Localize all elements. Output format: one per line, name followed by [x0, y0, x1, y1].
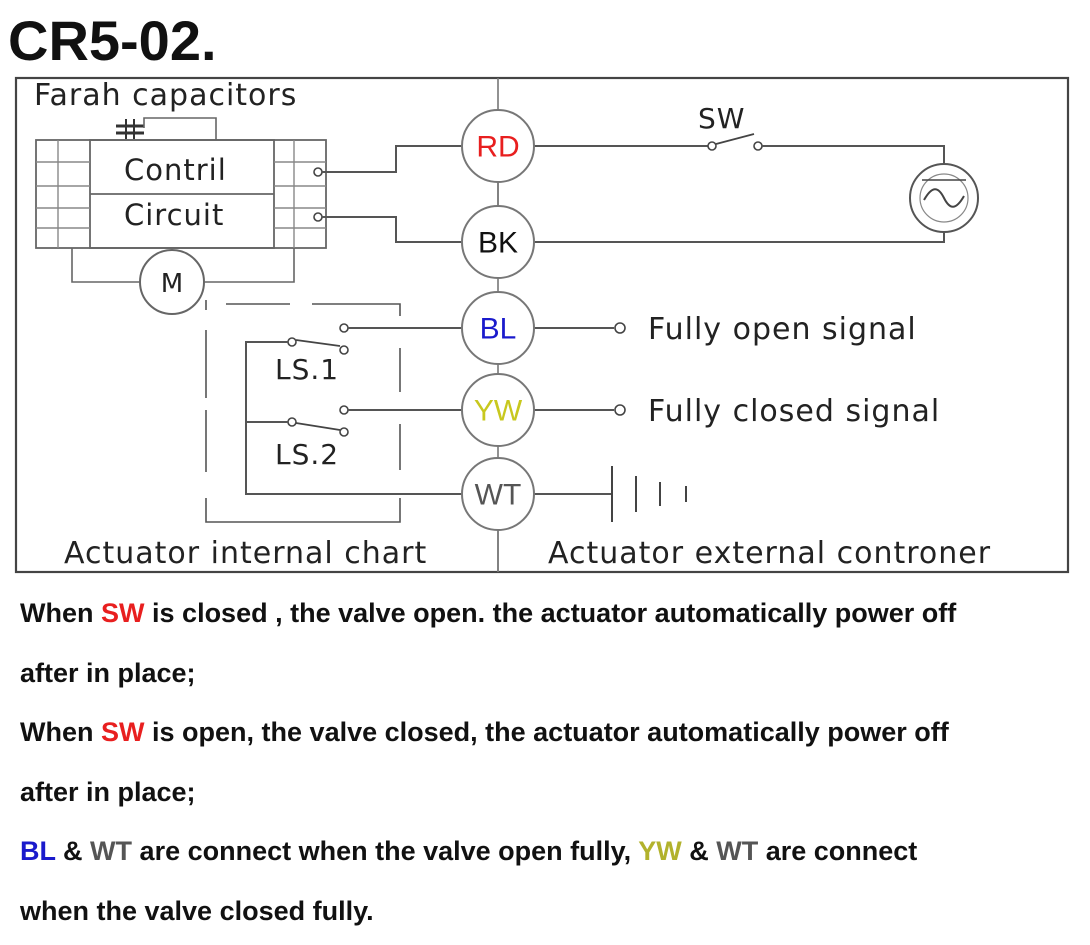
note-line-6: when the valve closed fully. [20, 886, 1080, 945]
note-line-5: BL & WT are connect when the valve open … [20, 826, 1080, 886]
terminal-bl-label: BL [480, 313, 517, 346]
note-line-3: When SW is open, the valve closed, the a… [20, 707, 1080, 767]
terminal-rd-label: RD [476, 131, 519, 164]
control-circuit-label-2: Circuit [124, 198, 224, 232]
note-line-2: after in place; [20, 648, 1080, 708]
diagram-title: CR5-02. [8, 9, 217, 72]
ac-source-icon [910, 164, 978, 232]
wt-highlight: WT [90, 836, 132, 866]
terminal-bl: BL [462, 292, 534, 364]
sw-switch-icon [708, 134, 762, 150]
ls2-label: LS.2 [275, 438, 339, 471]
farah-capacitors-label: Farah capacitors [34, 78, 297, 113]
limit-switch-2-icon [288, 406, 348, 436]
battery-icon [612, 466, 686, 522]
terminal-bk-label: BK [478, 227, 518, 260]
limit-switch-1-icon [288, 324, 348, 354]
sw-highlight: SW [101, 717, 145, 747]
ls1-label: LS.1 [275, 353, 339, 386]
sw-label: SW [698, 102, 745, 135]
fully-open-signal-label: Fully open signal [648, 312, 917, 347]
terminal-yw: YW [462, 374, 534, 446]
bl-highlight: BL [20, 836, 56, 866]
external-controller-label: Actuator external controner [548, 536, 991, 571]
sw-highlight: SW [101, 598, 145, 628]
terminal-wt-label: WT [475, 479, 522, 512]
terminal-bk: BK [462, 206, 534, 278]
terminal-yw-label: YW [474, 395, 523, 428]
capacitor-icon [116, 118, 216, 140]
terminal-wt: WT [462, 458, 534, 530]
control-circuit-label-1: Contril [124, 153, 227, 187]
motor-label: M [161, 269, 183, 299]
wiring-diagram: CR5-02. Farah capacitors Contril Circuit [0, 0, 1090, 585]
fully-closed-signal-label: Fully closed signal [648, 394, 940, 429]
note-line-4: after in place; [20, 767, 1080, 827]
yw-highlight: YW [638, 836, 682, 866]
notes-block: When SW is closed , the valve open. the … [20, 588, 1080, 945]
note-line-1: When SW is closed , the valve open. the … [20, 588, 1080, 648]
terminal-rd: RD [462, 110, 534, 182]
internal-chart-label: Actuator internal chart [64, 536, 427, 571]
wt-highlight: WT [716, 836, 758, 866]
